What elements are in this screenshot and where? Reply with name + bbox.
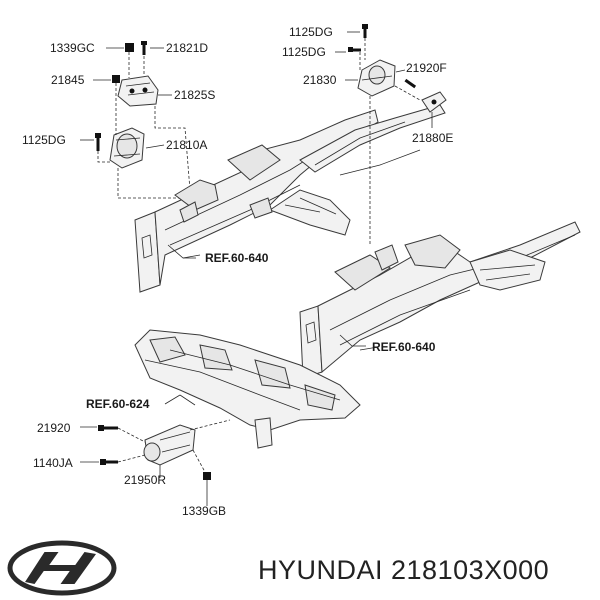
right-mount-group [335, 24, 447, 245]
bolt-21821d [141, 41, 147, 55]
callout-21920: 21920 [37, 421, 71, 435]
callout-1125dg-top1: 1125DG [289, 25, 333, 39]
callout-1339gb: 1339GB [182, 504, 226, 518]
mount-21950r [143, 424, 196, 466]
left-mount-group [80, 41, 191, 205]
ref-60-640-left: REF.60-640 [205, 251, 269, 265]
left-frame-rail [134, 104, 446, 293]
nut-1339gc [125, 43, 134, 52]
bolt-1140ja [100, 459, 118, 465]
ref-60-624: REF.60-624 [86, 397, 150, 411]
lower-mount-group [80, 419, 231, 506]
callout-21950r: 21950R [124, 473, 166, 487]
hyundai-logo [7, 540, 117, 596]
callout-21920f: 21920F [406, 61, 447, 75]
callout-21821d: 21821D [166, 41, 208, 55]
callout-21830: 21830 [303, 73, 337, 87]
bracket-21880e [421, 91, 447, 113]
callout-21810a: 21810A [166, 138, 207, 152]
bolt-21920 [98, 425, 118, 431]
mount-21810a [109, 127, 145, 169]
callout-1125dg-left: 1125DG [22, 133, 66, 147]
callout-21825s: 21825S [174, 88, 215, 102]
right-frame-rail [299, 221, 581, 379]
callout-21880e: 21880E [412, 131, 453, 145]
ref-60-640-right: REF.60-640 [372, 340, 436, 354]
bracket-21830 [357, 59, 396, 97]
callout-1140ja: 1140JA [33, 456, 73, 470]
nut-1339gb [203, 472, 211, 480]
callout-1125dg-top2: 1125DG [282, 45, 326, 59]
callout-1339gc: 1339GC [50, 41, 95, 55]
bolt-1125dg-top2 [348, 47, 361, 52]
callout-21845: 21845 [51, 73, 85, 87]
part-number-caption: HYUNDAI 218103X000 [258, 555, 550, 585]
bracket-21825s [117, 75, 159, 107]
bolt-1125dg-top1 [362, 24, 368, 38]
bolt-1125dg-left [95, 133, 101, 151]
subframe [134, 329, 361, 449]
bolt-21920f [404, 78, 417, 89]
nut-21845 [112, 75, 120, 83]
